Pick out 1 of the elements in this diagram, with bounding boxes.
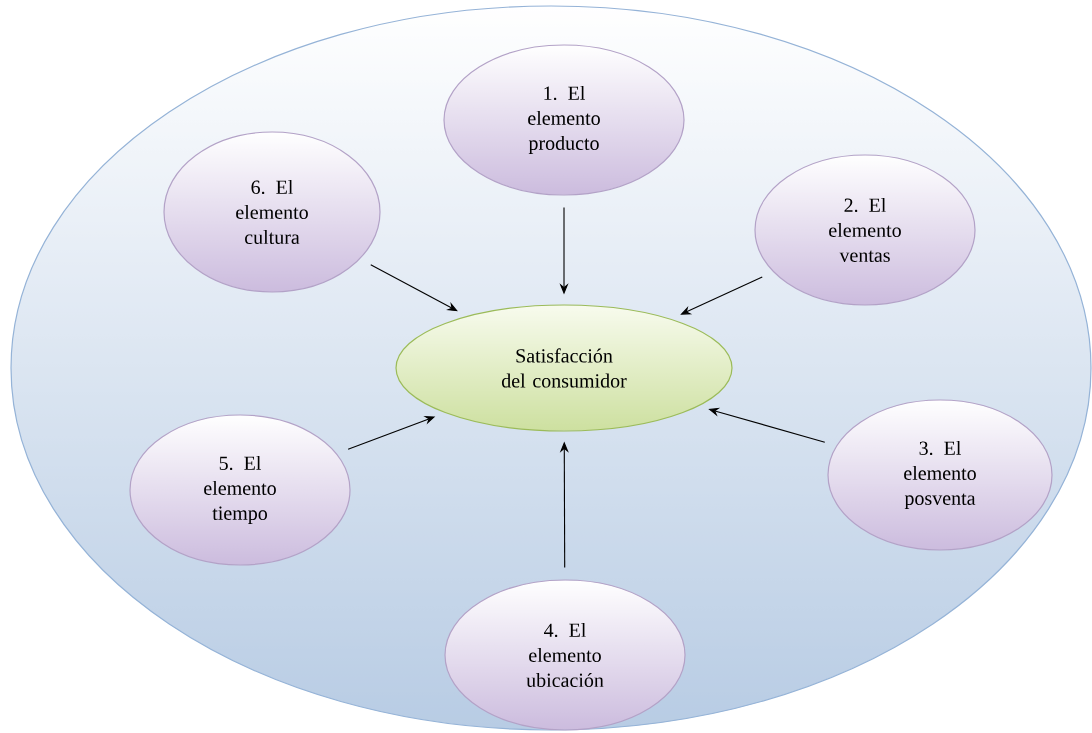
arrow <box>370 264 458 312</box>
